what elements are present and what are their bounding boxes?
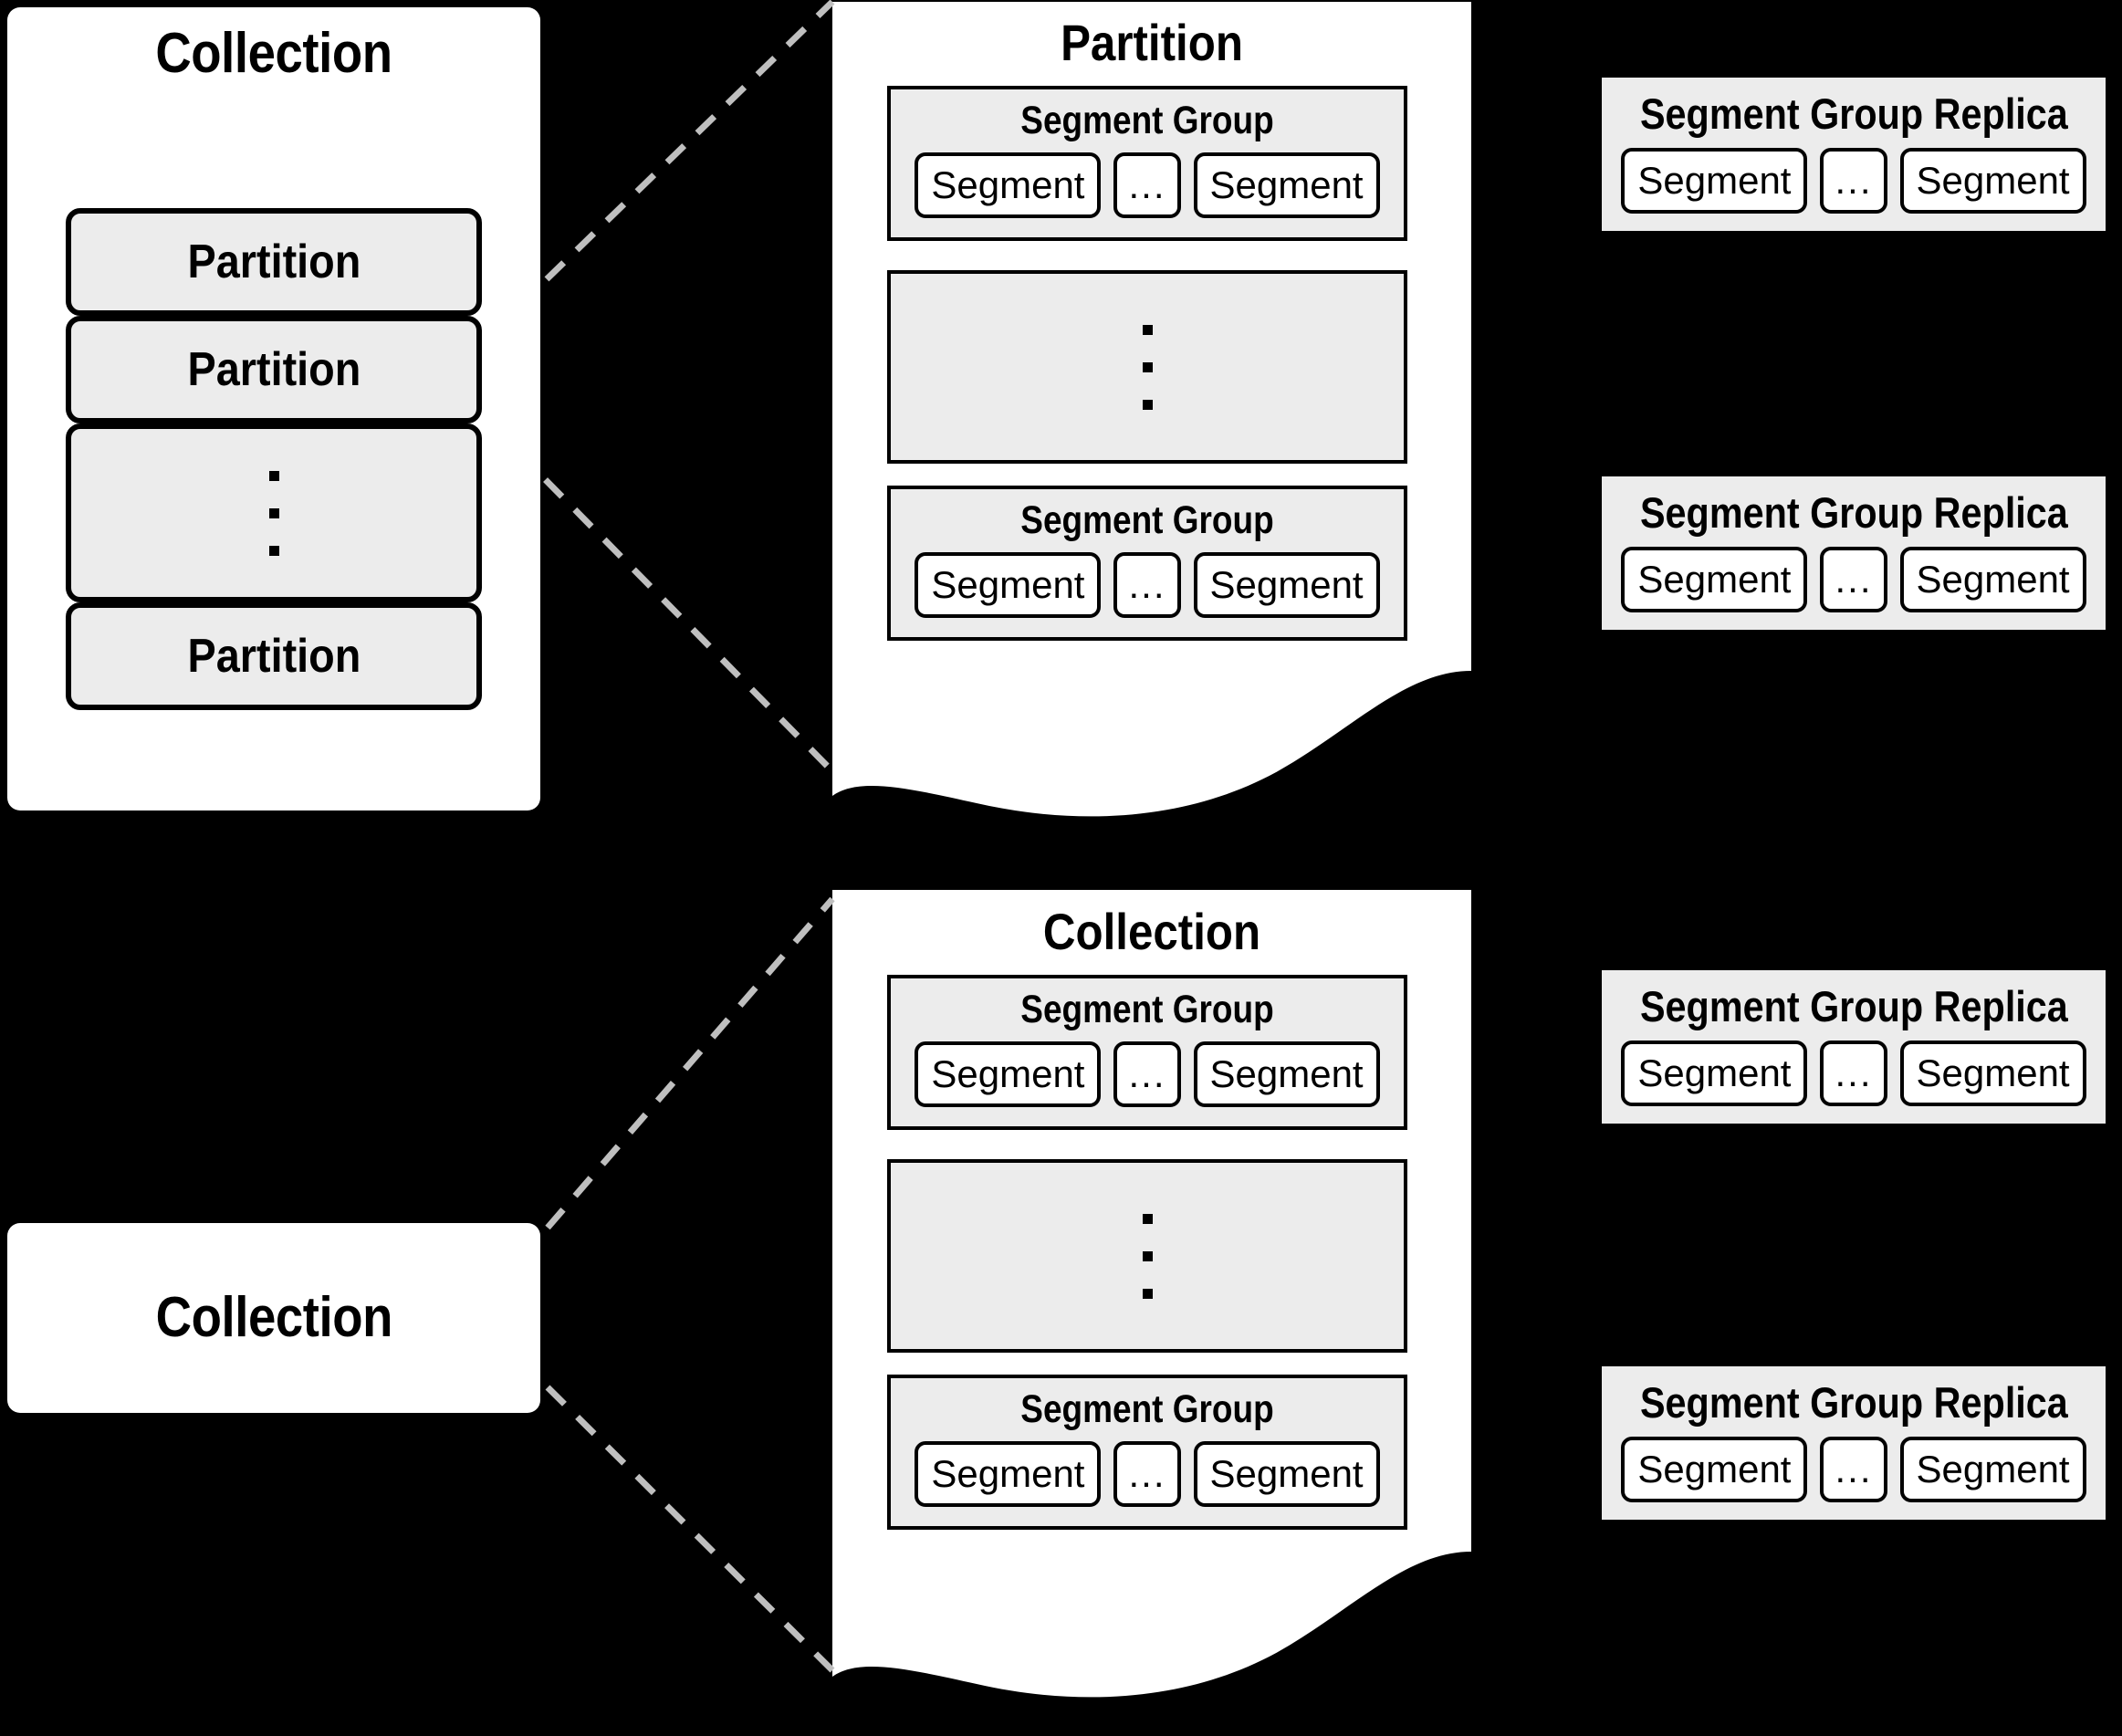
segment-row: Segment ... Segment bbox=[1621, 1041, 2086, 1106]
collection-card-bottom-title: Collection bbox=[155, 1286, 392, 1349]
segment-row: Segment ... Segment bbox=[891, 152, 1404, 218]
segment-box[interactable]: Segment bbox=[1193, 552, 1380, 618]
collection-card-top-title: Collection bbox=[155, 22, 392, 85]
connector-collection-top bbox=[545, 896, 835, 1230]
segment-row: Segment ... Segment bbox=[891, 552, 1404, 618]
segment-row: Segment ... Segment bbox=[891, 1441, 1404, 1507]
partition-chip-ellipsis bbox=[66, 424, 482, 602]
segment-box[interactable]: Segment bbox=[915, 1041, 1102, 1107]
segment-group-replica-title: Segment Group Replica bbox=[1639, 982, 2068, 1030]
segment-box[interactable]: Segment bbox=[915, 1441, 1102, 1507]
segment-group-replica-block[interactable]: Segment Group Replica Segment ... Segmen… bbox=[1602, 78, 2106, 231]
segment-box[interactable]: Segment bbox=[1193, 1441, 1380, 1507]
partition-chip-3[interactable]: Partition bbox=[66, 602, 482, 710]
segment-ellipsis-box: ... bbox=[1113, 1441, 1181, 1507]
segment-box[interactable]: Segment bbox=[1899, 1437, 2086, 1502]
segment-row: Segment ... Segment bbox=[1621, 547, 2086, 612]
connector-collection-bottom bbox=[545, 1385, 835, 1673]
segment-group-block[interactable]: Segment Group Segment ... Segment bbox=[887, 1375, 1407, 1530]
collection-card-bottom[interactable]: Collection bbox=[7, 1223, 540, 1413]
segment-group-block[interactable]: Segment Group Segment ... Segment bbox=[887, 86, 1407, 241]
segment-group-ellipsis-block bbox=[887, 270, 1407, 464]
segment-box[interactable]: Segment bbox=[1621, 1041, 1808, 1106]
segment-box[interactable]: Segment bbox=[1899, 148, 2086, 214]
segment-box[interactable]: Segment bbox=[915, 152, 1102, 218]
segment-row: Segment ... Segment bbox=[1621, 1437, 2086, 1502]
vertical-ellipsis-icon bbox=[1142, 324, 1153, 410]
segment-box[interactable]: Segment bbox=[1899, 547, 2086, 612]
vertical-ellipsis-icon bbox=[1142, 1213, 1153, 1299]
segment-group-replica-block[interactable]: Segment Group Replica Segment ... Segmen… bbox=[1602, 970, 2106, 1124]
segment-group-title: Segment Group bbox=[1020, 1387, 1274, 1431]
segment-box[interactable]: Segment bbox=[1899, 1041, 2086, 1106]
segment-ellipsis-box: ... bbox=[1820, 148, 1887, 214]
collection-panel-title: Collection bbox=[1042, 903, 1261, 960]
segment-box[interactable]: Segment bbox=[1621, 1437, 1808, 1502]
segment-group-replica-title: Segment Group Replica bbox=[1639, 89, 2068, 138]
segment-box[interactable]: Segment bbox=[915, 552, 1102, 618]
partition-chip-label: Partition bbox=[187, 235, 361, 288]
segment-box[interactable]: Segment bbox=[1193, 1041, 1380, 1107]
segment-ellipsis-box: ... bbox=[1113, 552, 1181, 618]
segment-ellipsis-box: ... bbox=[1820, 547, 1887, 612]
partition-chip-1[interactable]: Partition bbox=[66, 208, 482, 316]
segment-group-replica-block[interactable]: Segment Group Replica Segment ... Segmen… bbox=[1602, 1366, 2106, 1520]
segment-group-title: Segment Group bbox=[1020, 498, 1274, 542]
segment-group-title: Segment Group bbox=[1020, 988, 1274, 1031]
segment-group-replica-title: Segment Group Replica bbox=[1639, 1378, 2068, 1427]
segment-box[interactable]: Segment bbox=[1193, 152, 1380, 218]
segment-box[interactable]: Segment bbox=[1621, 148, 1808, 214]
segment-box[interactable]: Segment bbox=[1621, 547, 1808, 612]
segment-ellipsis-box: ... bbox=[1820, 1437, 1887, 1502]
segment-group-replica-title: Segment Group Replica bbox=[1639, 488, 2068, 537]
segment-group-replica-block[interactable]: Segment Group Replica Segment ... Segmen… bbox=[1602, 476, 2106, 630]
segment-row: Segment ... Segment bbox=[891, 1041, 1404, 1107]
partition-chip-label: Partition bbox=[187, 630, 361, 683]
segment-group-title: Segment Group bbox=[1020, 99, 1274, 142]
segment-group-block[interactable]: Segment Group Segment ... Segment bbox=[887, 486, 1407, 641]
vertical-ellipsis-icon bbox=[268, 470, 279, 556]
segment-group-ellipsis-block bbox=[887, 1159, 1407, 1353]
segment-ellipsis-box: ... bbox=[1820, 1041, 1887, 1106]
partition-panel-title: Partition bbox=[1061, 14, 1243, 71]
partition-chip-label: Partition bbox=[187, 343, 361, 396]
segment-ellipsis-box: ... bbox=[1113, 1041, 1181, 1107]
segment-row: Segment ... Segment bbox=[1621, 148, 2086, 214]
partition-chip-2[interactable]: Partition bbox=[66, 316, 482, 424]
segment-group-block[interactable]: Segment Group Segment ... Segment bbox=[887, 975, 1407, 1130]
segment-ellipsis-box: ... bbox=[1113, 152, 1181, 218]
